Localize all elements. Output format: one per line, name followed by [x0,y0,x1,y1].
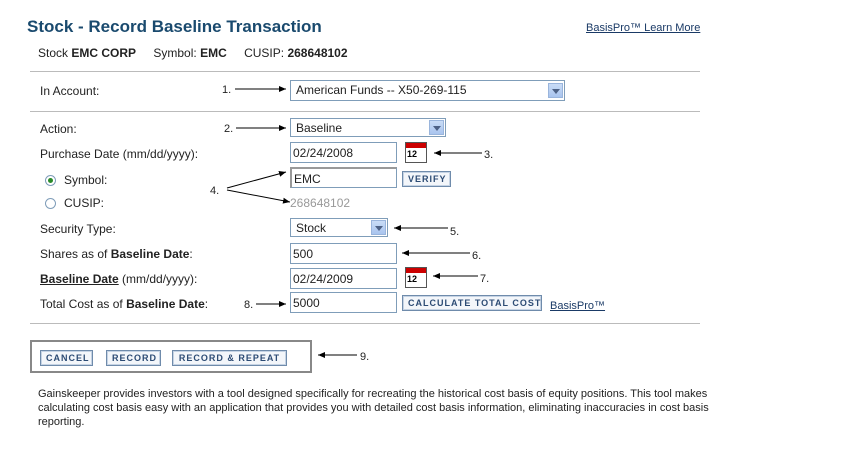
callout-4: 4. [210,185,220,197]
callout-1: 1. [222,84,232,96]
divider [30,71,700,72]
cancel-button-label: CANCEL [41,351,92,365]
action-select[interactable]: Baseline [290,118,446,137]
symbol-radio-label: Symbol: [64,173,108,187]
purchase-date-label: Purchase Date (mm/dd/yyyy): [40,147,199,161]
baseline-date-label: Baseline Date (mm/dd/yyyy): [40,272,197,286]
arrow-pointer-icon [226,170,287,189]
divider [30,111,700,112]
record-repeat-button[interactable]: RECORD & REPEAT [172,350,287,366]
shares-input[interactable]: 500 [290,243,397,264]
callout-2: 2. [224,123,234,135]
stock-name: EMC CORP [71,46,137,60]
action-select-value: Baseline [296,121,343,135]
chevron-down-icon [429,120,444,135]
action-label: Action: [40,122,77,136]
total-cost-label: Total Cost as of Baseline Date: [40,297,209,311]
divider [30,323,700,324]
symbol-label: Symbol: [153,46,197,60]
shares-label-pre: Shares as of [40,247,108,261]
verify-button-label: VERIFY [403,172,450,186]
baseline-date-input[interactable]: 02/24/2009 [290,268,397,289]
calc-button-label: CALCULATE TOTAL COST [403,296,541,310]
chevron-down-icon [371,220,386,235]
calendar-glyph: 12 [407,274,418,284]
baseline-date-suffix: (mm/dd/yyyy): [122,272,198,286]
calendar-glyph: 12 [407,149,418,159]
cusip-label: CUSIP: [244,46,285,60]
callout-6: 6. [472,250,482,262]
stock-label: Stock [38,46,69,60]
cusip-disabled-value: 268648102 [290,196,351,210]
chevron-down-icon [548,83,563,98]
action-buttons-box [30,340,312,373]
symbol-input[interactable]: EMC [290,167,397,188]
record-repeat-button-label: RECORD & REPEAT [173,351,286,365]
record-button-label: RECORD [107,351,160,365]
page-title: Stock - Record Baseline Transaction [27,17,322,36]
baseline-date-link[interactable]: Baseline Date [40,272,119,286]
callout-8: 8. [244,299,254,311]
calendar-header [406,268,426,273]
calendar-header [406,143,426,148]
account-select[interactable]: American Funds -- X50-269-115 [290,80,565,101]
symbol-value: EMC [200,46,227,60]
cusip-radio-label: CUSIP: [64,196,105,210]
purchase-date-input[interactable]: 02/24/2008 [290,142,397,163]
total-cost-label-pre: Total Cost as of [40,297,123,311]
calendar-icon[interactable]: 12 [405,267,427,288]
account-select-value: American Funds -- X50-269-115 [296,83,467,97]
learn-more-link[interactable]: BasisPro™ Learn More [586,22,701,34]
account-label: In Account: [40,84,100,98]
verify-button[interactable]: VERIFY [402,171,451,187]
callout-5: 5. [450,226,460,238]
cusip-value: 268648102 [287,46,348,60]
shares-label-bold: Baseline Date [110,247,190,261]
calculate-total-cost-button[interactable]: CALCULATE TOTAL COST [402,295,542,311]
shares-label: Shares as of Baseline Date: [40,247,193,261]
calendar-icon[interactable]: 12 [405,142,427,163]
total-cost-input[interactable]: 5000 [290,292,397,313]
callout-3: 3. [484,149,494,161]
basispro-link[interactable]: BasisPro™ [550,300,606,312]
stock-info: Stock EMC CORP Symbol: EMC CUSIP: 268648… [38,46,348,60]
record-button[interactable]: RECORD [106,350,161,366]
arrow-pointer-icon [226,189,291,204]
callout-7: 7. [480,273,490,285]
radio-unselected-icon[interactable] [45,198,56,209]
radio-selected-icon[interactable] [45,175,56,186]
total-cost-label-bold: Baseline Date [126,297,205,311]
security-type-label: Security Type: [40,222,116,236]
cancel-button[interactable]: CANCEL [40,350,93,366]
footer-description: Gainskeeper provides investors with a to… [38,388,709,428]
security-type-select[interactable]: Stock [290,218,388,237]
security-type-value: Stock [296,221,327,235]
callout-9: 9. [360,351,370,363]
